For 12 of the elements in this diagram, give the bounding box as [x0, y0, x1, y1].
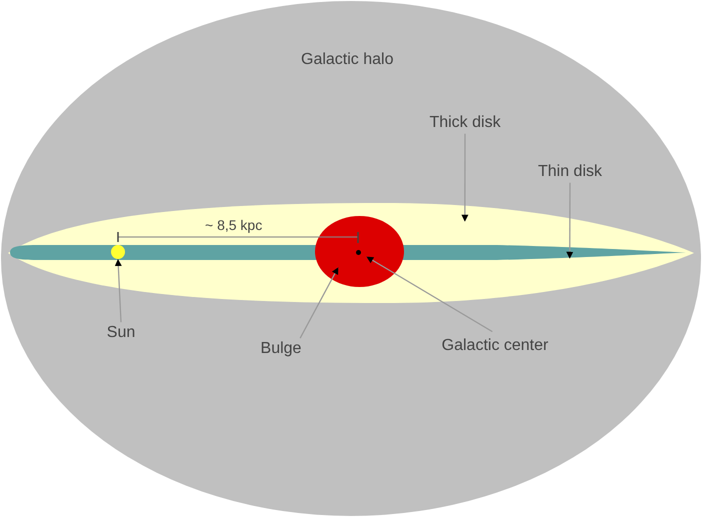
leader-label: Galactic center: [440, 337, 550, 355]
leader-line: [300, 267, 338, 338]
title-label: Galactic halo: [301, 51, 394, 69]
leader-line: [566, 182, 574, 259]
leader-label: Thick disk: [428, 114, 502, 132]
leader-line: [114, 259, 122, 322]
dimension-label: ~ 8,5 kpc: [205, 216, 262, 234]
leader-line: [366, 256, 493, 332]
leader-line: [461, 134, 468, 222]
leader-label: Sun: [106, 324, 136, 342]
leader-label: Thin disk: [536, 163, 604, 181]
leader-label: Bulge: [260, 340, 302, 358]
